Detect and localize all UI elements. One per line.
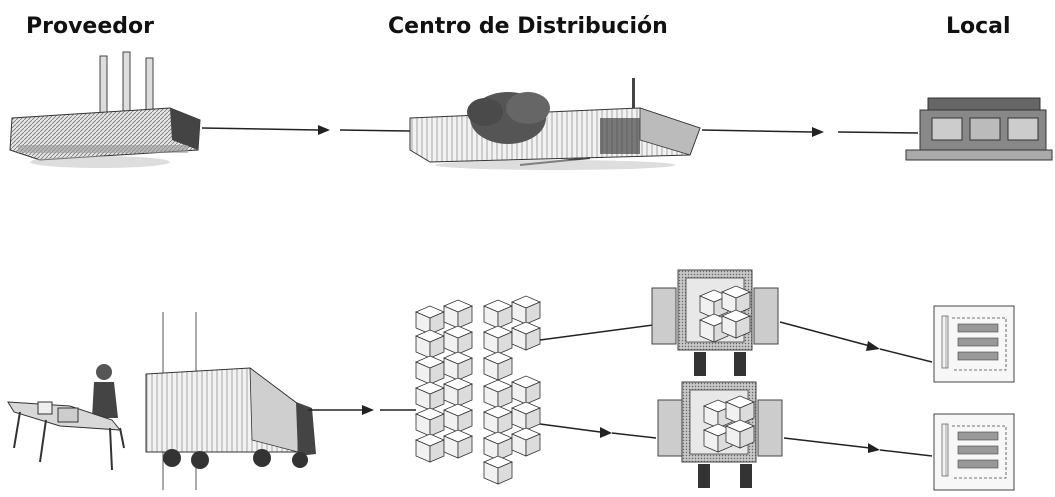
stacked-boxes-left	[415, 299, 473, 463]
arrows-pallets-to-stores	[779, 321, 933, 457]
worker-packing-icon	[7, 364, 125, 471]
distribution-center-heading: Centro de Distribución	[388, 14, 668, 39]
arrow-truck-to-dc	[308, 405, 416, 415]
store-floor-plan-upper	[933, 305, 1015, 383]
pallet-cart-lower	[657, 381, 783, 488]
arrow-factory-to-dc	[201, 125, 411, 135]
store-heading: Local	[946, 14, 1011, 39]
arrow-dc-to-store	[701, 127, 919, 137]
delivery-truck-icon	[145, 312, 316, 490]
pallet-cart-upper	[651, 269, 779, 376]
store-icon	[905, 97, 1053, 161]
distribution-center-building-icon	[409, 78, 701, 170]
store-floor-plan-lower	[933, 413, 1015, 491]
supplier-heading: Proveedor	[26, 14, 154, 39]
stacked-boxes-right	[483, 295, 541, 485]
factory-icon	[9, 51, 201, 168]
